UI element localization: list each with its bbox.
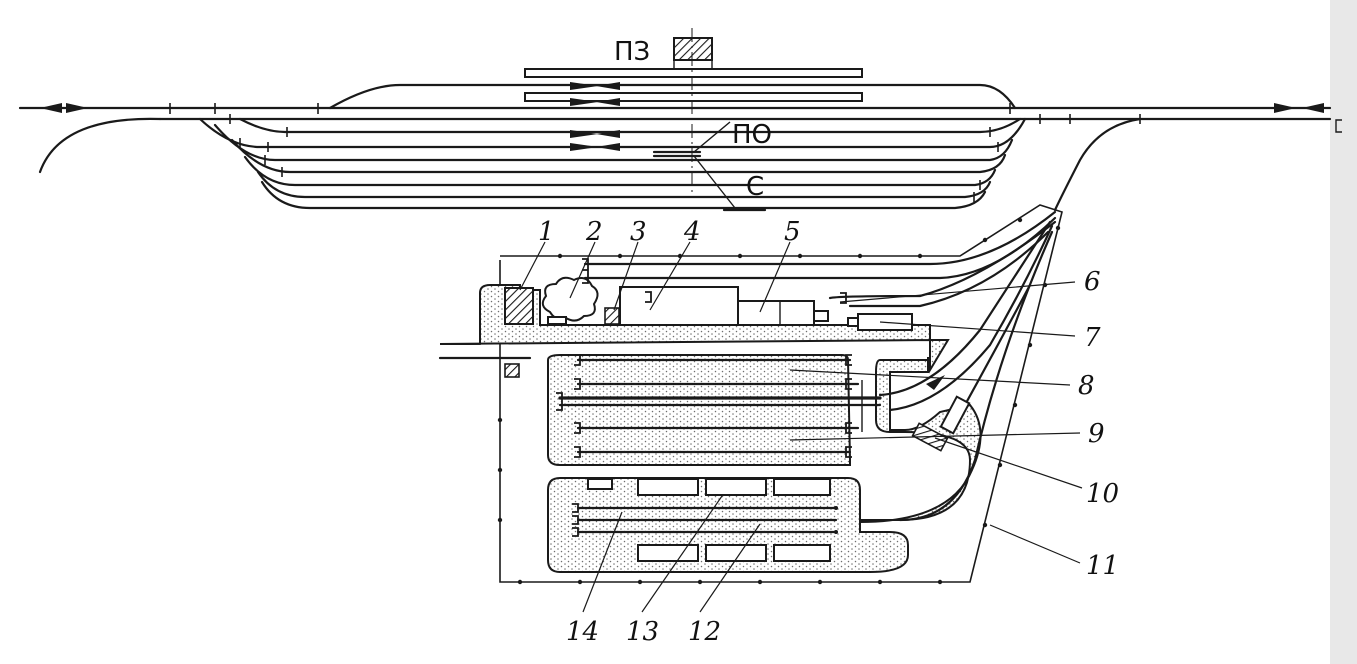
callout-1: 1 bbox=[538, 217, 555, 247]
station-building-label: ПЗ bbox=[614, 37, 650, 67]
track-joints bbox=[169, 103, 1141, 202]
po-label: ПО bbox=[732, 120, 772, 150]
callout-7: 7 bbox=[1084, 323, 1101, 353]
arrow-in-left-2 bbox=[66, 103, 88, 113]
depot-track-d bbox=[848, 230, 1050, 308]
object-10-box bbox=[939, 395, 971, 435]
track-end-1 bbox=[834, 506, 838, 510]
platform-2 bbox=[524, 92, 863, 102]
storage-shed-4 bbox=[637, 544, 699, 562]
track-stop-marks bbox=[570, 82, 620, 151]
arrow-in-left bbox=[40, 103, 62, 113]
object-2-base bbox=[547, 316, 567, 325]
callout-11: 11 bbox=[1086, 551, 1119, 581]
yard-track-7 bbox=[260, 180, 987, 210]
object-3 bbox=[604, 307, 620, 325]
left-curve-branch bbox=[38, 117, 162, 174]
station-yard: ПЗ ПО С bbox=[18, 28, 1342, 212]
fence-posts bbox=[497, 217, 1061, 585]
upper-loop bbox=[328, 83, 1017, 110]
leader-lines bbox=[519, 241, 1083, 613]
yard-track-1 bbox=[238, 117, 1022, 134]
building-5-annex bbox=[813, 310, 829, 322]
arrow-in-right bbox=[1274, 103, 1296, 113]
yard-track-3 bbox=[213, 123, 1014, 162]
c-label: С bbox=[746, 172, 764, 202]
callout-2: 2 bbox=[585, 217, 603, 247]
callout-6: 6 bbox=[1084, 267, 1101, 297]
buffer-stop-right bbox=[1335, 119, 1342, 133]
storage-shed-5 bbox=[705, 544, 767, 562]
depot-lead-track bbox=[1053, 117, 1142, 212]
storage-shed-2 bbox=[705, 478, 767, 496]
storage-shed-6 bbox=[773, 544, 831, 562]
leader-po bbox=[693, 121, 731, 153]
object-2-cloud bbox=[541, 276, 599, 322]
depot-track-e bbox=[878, 220, 1052, 397]
yard-track-4 bbox=[230, 138, 1007, 174]
depot-track-f bbox=[888, 224, 1054, 412]
arrow-in-right-2 bbox=[1302, 103, 1324, 113]
station-building-hatched bbox=[673, 37, 713, 61]
callout-14: 14 bbox=[566, 617, 599, 647]
depot-fence bbox=[499, 204, 1063, 583]
depot-track-a bbox=[583, 210, 1057, 266]
storage-shed-1 bbox=[637, 478, 699, 496]
depot-area bbox=[438, 117, 1142, 585]
callout-12: 12 bbox=[688, 617, 721, 647]
yard-track-6 bbox=[256, 170, 992, 199]
yard-track-2 bbox=[198, 117, 1027, 149]
building-4 bbox=[619, 286, 739, 326]
callout-numbers: 1 2 3 4 5 6 7 8 9 10 11 12 13 14 bbox=[538, 217, 1119, 647]
scan-edge bbox=[1330, 0, 1357, 664]
callout-10: 10 bbox=[1086, 479, 1119, 509]
callout-3: 3 bbox=[630, 217, 647, 247]
station-building-outline bbox=[673, 59, 713, 69]
callout-5: 5 bbox=[784, 217, 801, 247]
buffer-stops bbox=[556, 258, 852, 537]
storage-shed-3 bbox=[773, 478, 831, 496]
building-5 bbox=[737, 300, 815, 326]
small-building-gate bbox=[504, 363, 520, 378]
callout-9: 9 bbox=[1088, 419, 1105, 449]
callout-13: 13 bbox=[626, 617, 659, 647]
building-7-annex bbox=[847, 317, 859, 327]
arrow-track-8 bbox=[926, 375, 945, 390]
leader-c bbox=[693, 155, 736, 209]
building-1 bbox=[504, 287, 534, 325]
track-end-2 bbox=[834, 530, 838, 534]
callout-8: 8 bbox=[1078, 371, 1095, 401]
platform-1 bbox=[524, 68, 863, 78]
callout-4: 4 bbox=[683, 217, 701, 247]
storage-small bbox=[587, 478, 613, 490]
